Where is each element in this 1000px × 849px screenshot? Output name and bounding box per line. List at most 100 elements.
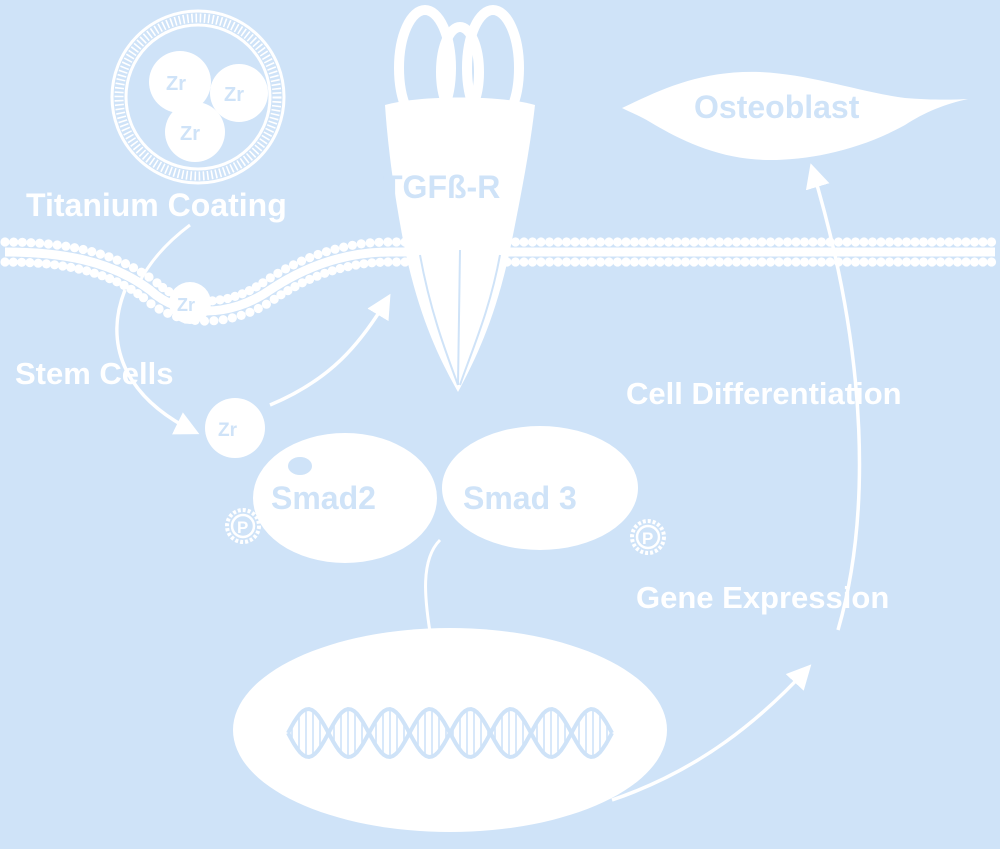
- lipid-head: [816, 257, 827, 267]
- cell-differentiation-label: Cell Differentiation: [626, 376, 902, 411]
- lipid-head: [120, 259, 131, 269]
- lipid-head: [893, 257, 903, 267]
- lipid-head: [689, 237, 699, 247]
- lipid-head: [52, 240, 62, 250]
- lipid-head: [621, 257, 631, 267]
- tgf-beta-receptor: TGFß-R: [383, 5, 535, 392]
- phosphate-label: P: [237, 518, 248, 537]
- lipid-head: [154, 304, 164, 314]
- lipid-head: [383, 237, 393, 247]
- lipid-head: [391, 257, 402, 267]
- lipid-head: [163, 308, 173, 318]
- smad3-protein: Smad 3 P: [442, 426, 666, 555]
- cell-membrane-lipid-bilayer: [0, 237, 997, 326]
- lipid-head: [119, 280, 129, 290]
- lipid-head: [230, 291, 240, 301]
- smad2-label: Smad2: [271, 480, 376, 516]
- zr-ion-membrane: Zr: [169, 282, 211, 324]
- gene-expression-arrow: [611, 664, 812, 802]
- lipid-head: [723, 237, 733, 247]
- lipid-head: [697, 257, 708, 267]
- lipid-heads-outer: [0, 237, 997, 306]
- lipid-head: [510, 237, 521, 247]
- lipid-head: [850, 237, 861, 247]
- lipid-head: [740, 257, 750, 267]
- lipid-head: [791, 257, 801, 267]
- lipid-head: [374, 237, 384, 247]
- lipid-head: [313, 249, 323, 260]
- lipid-head: [655, 237, 665, 247]
- lipid-head: [356, 239, 366, 249]
- lipid-head: [910, 257, 920, 267]
- lipid-head: [961, 237, 971, 247]
- lipid-head: [296, 256, 307, 266]
- lipid-head: [347, 240, 357, 250]
- lipid-head: [893, 237, 903, 247]
- lipid-head: [799, 237, 810, 247]
- lipid-head: [305, 253, 315, 263]
- gene-expression-label: Gene Expression: [636, 580, 889, 615]
- lipid-head: [833, 237, 844, 247]
- lipid-head: [587, 237, 597, 247]
- lipid-head: [578, 257, 589, 267]
- lipid-head: [527, 257, 538, 267]
- lipid-head: [66, 262, 76, 272]
- lipid-head: [952, 257, 963, 267]
- lipid-head: [258, 278, 268, 288]
- lipid-head: [714, 237, 725, 247]
- lipid-head: [327, 266, 337, 276]
- lipid-head: [774, 257, 784, 267]
- lipid-head: [944, 237, 954, 247]
- lipid-head: [842, 257, 852, 267]
- lipid-head: [359, 259, 369, 269]
- lipid-head: [595, 237, 606, 247]
- lipid-head: [209, 316, 219, 326]
- lipid-head: [41, 259, 52, 269]
- lipid-head: [927, 257, 937, 267]
- lipid-head: [236, 310, 246, 320]
- lipid-head: [0, 237, 10, 247]
- lipid-head: [297, 278, 307, 288]
- lipid-head: [261, 299, 271, 309]
- lipid-head: [343, 262, 353, 272]
- osteoblast-cell: Osteoblast: [622, 71, 968, 160]
- lipid-head: [553, 237, 563, 247]
- lipid-head: [748, 237, 759, 247]
- lipid-head: [859, 257, 869, 267]
- lipid-head: [561, 257, 572, 267]
- lipid-head: [986, 237, 997, 247]
- lipid-head: [901, 237, 912, 247]
- lipid-head: [961, 257, 971, 267]
- lipid-head: [842, 237, 852, 247]
- liposome-vesicle: Zr Zr Zr: [110, 9, 286, 185]
- osteoblast-label: Osteoblast: [694, 89, 860, 125]
- lipid-head: [612, 257, 623, 267]
- lipid-head: [215, 295, 225, 305]
- lipid-head: [629, 257, 640, 267]
- lipid-head: [104, 252, 114, 262]
- lipid-head: [731, 237, 742, 247]
- lipid-head: [544, 237, 555, 247]
- lipid-head: [97, 271, 107, 281]
- lipid-head: [9, 237, 19, 247]
- phosphate-group: P: [630, 519, 666, 555]
- lipid-heads-inner: [0, 257, 997, 326]
- lipid-head: [0, 257, 10, 267]
- zr-ion-2: Zr: [210, 64, 268, 122]
- lipid-head: [867, 257, 878, 267]
- lipid-head: [218, 315, 228, 325]
- activation-arrow: [269, 293, 391, 407]
- lipid-head: [935, 257, 946, 267]
- phosphate-label: P: [642, 529, 653, 548]
- zr-ion-3: Zr: [165, 102, 225, 162]
- lipid-head: [714, 257, 725, 267]
- lipid-head: [884, 237, 895, 247]
- lipid-head: [884, 257, 895, 267]
- lipid-head: [146, 299, 156, 309]
- lipid-head: [901, 257, 912, 267]
- lipid-head: [638, 257, 648, 267]
- lipid-head: [61, 241, 71, 251]
- lipid-head: [850, 257, 861, 267]
- lipid-head: [604, 237, 614, 247]
